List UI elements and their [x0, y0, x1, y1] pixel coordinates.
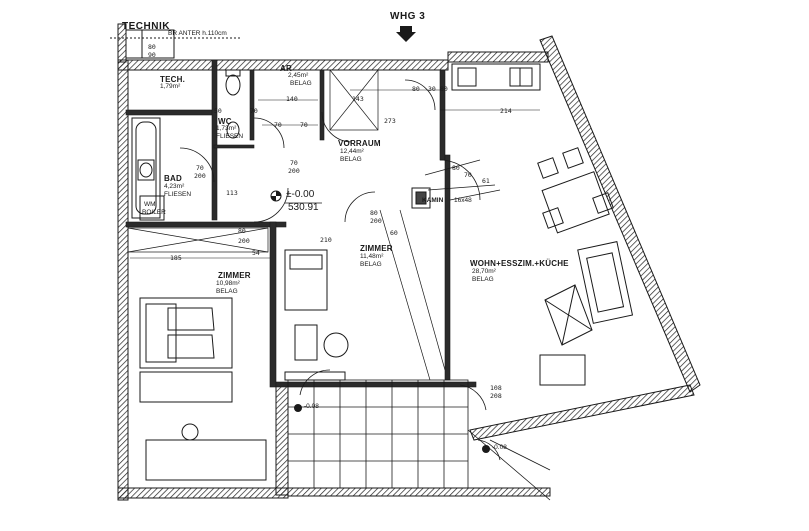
dim-200b: 200 [288, 167, 300, 175]
terrace-level-2: -0.08 [492, 444, 507, 451]
room-vorraum-name: VORRAUM [338, 139, 381, 148]
dim-60: 60 [390, 229, 398, 237]
dim-80f: 80 [452, 164, 460, 172]
desk-right [284, 324, 349, 381]
wardrobe-left [127, 227, 269, 253]
room-tech-name: TECH. [160, 75, 185, 84]
dim-54: 54 [252, 249, 260, 257]
dim-90: 90 [148, 51, 156, 59]
hallway-diagonals [379, 159, 501, 381]
dim-80e: 80 [370, 209, 378, 217]
interior-walls [125, 59, 477, 388]
room-tech-area: 1,79m² [160, 83, 181, 90]
washing-machine [139, 195, 165, 221]
room-ar-area: 2,45m² [288, 72, 309, 79]
dim-200a: 200 [194, 172, 206, 180]
dim-80c: 80 [440, 85, 448, 93]
dim-61: 61 [482, 177, 490, 185]
technik-note: BR ANTER h.110cm [168, 30, 227, 37]
room-zimmer-left-area: 10,98m² [216, 280, 240, 287]
dimension-lines [130, 89, 540, 259]
room-zimmer-right-finish: BELAG [360, 261, 382, 268]
room-bad-name: BAD [164, 174, 182, 183]
room-wc-name: WC [218, 117, 232, 126]
door-swings [179, 79, 501, 461]
living-sofa [539, 241, 634, 386]
vorraum-storage [329, 69, 379, 131]
kamin-label: KAMIN [422, 197, 444, 204]
entry-arrow-icon [396, 26, 416, 42]
dim-214: 214 [500, 107, 512, 115]
room-wohn-area: 28,70m² [472, 268, 496, 275]
dim-200d: 200 [370, 217, 382, 225]
room-wc-finish: FLIESEN [216, 133, 244, 140]
room-bad-area: 4,23m² [164, 183, 185, 190]
boiler-label: BOILER [142, 209, 166, 216]
room-zimmer-left-finish: BELAG [216, 288, 238, 295]
dim-50: 50 [214, 107, 222, 115]
dim-70d: 70 [196, 164, 204, 172]
room-wohn-name: WOHN+ESSZIM.+KÜCHE [470, 259, 569, 268]
dim-200c: 200 [238, 237, 250, 245]
dim-80b: 80 [412, 85, 420, 93]
unit-label: WHG 3 [390, 11, 426, 22]
terrace-level: -0.08 [304, 403, 319, 410]
room-vorraum-finish: BELAG [340, 156, 362, 163]
room-ar-finish: BELAG [290, 80, 312, 87]
technik-title: TECHNIK [122, 21, 170, 32]
dim-113: 113 [226, 189, 238, 197]
room-ar-name: AR [280, 64, 292, 73]
level-marker [270, 190, 490, 453]
technik-box [110, 29, 240, 59]
dim-273: 273 [384, 117, 396, 125]
level-value: 530.91 [288, 202, 319, 213]
dim-70f: 70 [464, 171, 472, 179]
room-wohn-finish: BELAG [472, 276, 494, 283]
dim-70b: 70 [300, 121, 308, 129]
room-zimmer-right-area: 11,48m² [360, 253, 384, 260]
double-bed [139, 297, 233, 403]
kamin-fireplace [411, 187, 431, 209]
room-wc-area: 1,73m² [216, 125, 237, 132]
dim-70c: 70 [250, 107, 258, 115]
kitchen-counter [451, 63, 541, 91]
dim-210: 210 [320, 236, 332, 244]
single-bed [284, 249, 328, 311]
desk-left [145, 423, 267, 481]
room-zimmer-left-name: ZIMMER [218, 271, 251, 280]
kamin-size: 16x48 [454, 197, 472, 204]
dim-80d: 80 [238, 227, 246, 235]
dim-70a: 70 [274, 121, 282, 129]
dim-30: 30 [428, 85, 436, 93]
dim-143: 143 [352, 95, 364, 103]
dim-185: 185 [170, 254, 182, 262]
wm-label: WM [144, 201, 156, 208]
dim-70e: 70 [290, 159, 298, 167]
dim-140: 140 [286, 95, 298, 103]
terrace-tiles [287, 379, 551, 501]
dim-108: 108 [490, 384, 502, 392]
room-bad-finish: FLIESEN [164, 191, 192, 198]
dim-208: 208 [490, 392, 502, 400]
dim-80: 80 [148, 43, 156, 51]
room-vorraum-area: 12,44m² [340, 148, 364, 155]
bath-sink [137, 159, 155, 181]
wc-toilet [225, 69, 241, 139]
exterior-walls [117, 23, 701, 501]
level-mark: ±-0.00 [286, 189, 315, 200]
room-zimmer-right-name: ZIMMER [360, 244, 393, 253]
bathtub [131, 117, 161, 219]
dining-table [537, 147, 614, 234]
